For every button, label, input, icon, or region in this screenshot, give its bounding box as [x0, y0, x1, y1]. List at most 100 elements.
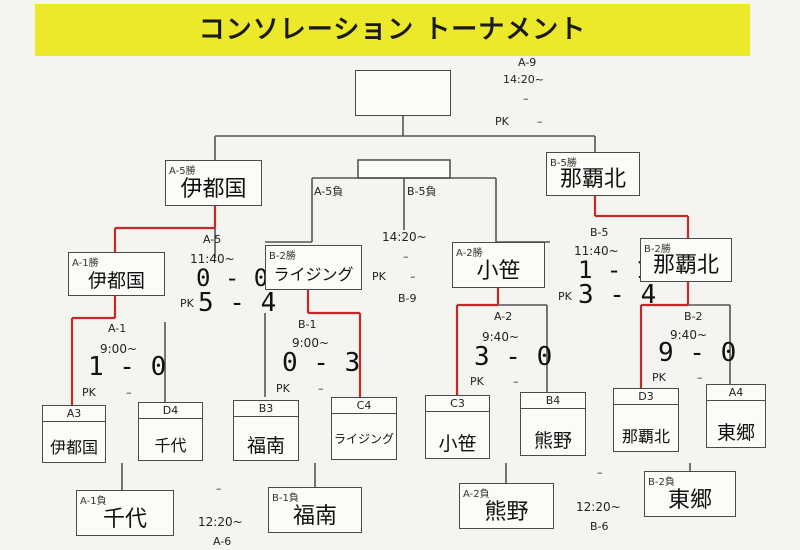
- third-pk-label: PK: [372, 270, 386, 283]
- team-box-b2-winner-left: B-2勝 ライジング: [265, 245, 362, 290]
- b1-match-label: B-1: [298, 318, 317, 331]
- slot-tag: A-2負: [463, 489, 490, 500]
- title-banner: コンソレーション トーナメント: [35, 4, 750, 56]
- third-time: 14:20~: [382, 230, 427, 244]
- a5-match-label: A-5: [203, 233, 222, 246]
- a6-dash: –: [216, 482, 222, 495]
- team-box-a2-winner: A-2勝 小笹: [452, 242, 545, 288]
- team-box-b2-loser: B-2負 東郷: [644, 471, 736, 517]
- team-name: ライジング: [333, 432, 394, 446]
- a2-pk-dash: –: [513, 375, 519, 388]
- team-box-seed: 福南: [233, 416, 299, 461]
- b2-score: 9 - 0: [658, 338, 737, 368]
- team-name: 伊都国: [180, 177, 247, 202]
- b5-score: 1 - 1: [578, 256, 651, 284]
- seed-code: A4: [706, 384, 766, 401]
- b6-time: 12:20~: [576, 500, 621, 514]
- b5-pk-score: 3 - 4: [578, 280, 657, 310]
- team-name: 熊野: [533, 430, 572, 452]
- a1-match-label: A-1: [108, 322, 127, 335]
- seed-code: B3: [233, 400, 299, 417]
- b5-match-label: B-5: [590, 226, 609, 239]
- a6-match-label: A-6: [213, 535, 232, 548]
- team-box-a1-loser: A-1負 千代: [76, 490, 174, 536]
- final-pk-label: PK: [495, 115, 509, 128]
- b1-pk-dash: –: [318, 382, 324, 395]
- slot-tag: B-2勝: [269, 251, 296, 262]
- b2-pk-dash: –: [697, 371, 703, 384]
- team-box-seed: 伊都国: [42, 421, 106, 463]
- team-name: 東郷: [667, 488, 712, 513]
- a5-time: 11:40~: [190, 252, 235, 266]
- third-dash: –: [403, 250, 409, 263]
- team-name: 熊野: [484, 500, 529, 525]
- team-box-seed: 小笹: [425, 411, 490, 459]
- team-name: 東郷: [716, 422, 755, 444]
- b5-time: 11:40~: [574, 244, 619, 258]
- b2-time: 9:40~: [670, 328, 708, 342]
- team-name: 伊都国: [87, 270, 145, 292]
- team-box-seed: ライジング: [331, 413, 397, 460]
- seed-code: A3: [42, 405, 106, 422]
- winner-lines: [70, 196, 690, 405]
- slot-tag: A-2勝: [456, 248, 483, 259]
- slot-tag: A-5勝: [169, 166, 196, 177]
- a1-score: 1 - 0: [88, 352, 167, 382]
- b1-pk-label: PK: [276, 382, 290, 395]
- gray-lines: [121, 116, 731, 490]
- loser-left-tag: A-5負: [314, 185, 344, 198]
- final-pk-dash: –: [537, 115, 543, 128]
- final-box: [355, 70, 451, 116]
- b6-match-label: B-6: [590, 520, 609, 533]
- team-name: 千代: [154, 436, 187, 455]
- b2-pk-label: PK: [652, 371, 666, 384]
- a2-pk-label: PK: [470, 375, 484, 388]
- final-time: 14:20~: [503, 73, 544, 86]
- team-box-a5-winner: A-5勝 伊都国: [165, 160, 262, 206]
- loser-right-tag: B-5負: [407, 185, 437, 198]
- team-name: 伊都国: [49, 438, 98, 457]
- team-name: 福南: [246, 435, 285, 457]
- team-box-seed: 那覇北: [613, 404, 679, 452]
- team-box-a1-winner: A-1勝 伊都国: [68, 252, 165, 296]
- team-name: 那覇北: [559, 167, 626, 192]
- a1-time: 9:00~: [100, 342, 138, 356]
- slot-tag: B-5勝: [550, 158, 577, 169]
- a1-pk-label: PK: [82, 386, 96, 399]
- team-name: 那覇北: [621, 427, 670, 446]
- final-score-dash: –: [523, 92, 529, 105]
- a6-time: 12:20~: [198, 515, 243, 529]
- b6-dash: –: [597, 466, 603, 479]
- team-name: 小笹: [438, 433, 477, 455]
- slot-tag: B-1負: [272, 493, 299, 504]
- seed-code: C4: [331, 397, 397, 414]
- team-box-b1-loser: B-1負 福南: [268, 487, 362, 533]
- team-box-b2-winner-right: B-2勝 那覇北: [640, 238, 732, 282]
- team-box-seed: 熊野: [520, 408, 586, 456]
- team-box-a2-loser: A-2負 熊野: [459, 483, 554, 529]
- b5-pk-label: PK: [558, 290, 572, 303]
- seed-code: C3: [425, 395, 490, 412]
- third-pk-dash: –: [410, 270, 416, 283]
- third-match-label: B-9: [398, 292, 417, 305]
- seed-code: D4: [138, 402, 203, 419]
- a5-score: 0 - 0: [196, 264, 269, 292]
- b1-score: 0 - 3: [282, 348, 361, 378]
- team-box-seed: 東郷: [706, 400, 766, 448]
- page-title: コンソレーション トーナメント: [198, 15, 587, 45]
- slot-tag: A-1勝: [72, 258, 99, 269]
- slot-tag: A-1負: [80, 496, 107, 507]
- a1-pk-dash: –: [126, 386, 132, 399]
- seed-code: B4: [520, 392, 586, 409]
- team-name: 千代: [102, 507, 147, 532]
- team-box-b5-winner: B-5勝 那覇北: [546, 152, 640, 196]
- b2-match-label: B-2: [684, 310, 703, 323]
- a5-pk-score: 5 - 4: [198, 288, 277, 318]
- team-box-seed: 千代: [138, 418, 203, 461]
- a5-pk-label: PK: [180, 297, 194, 310]
- slot-tag: B-2負: [648, 477, 675, 488]
- team-name: 福南: [292, 504, 337, 529]
- a2-score: 3 - 0: [474, 342, 553, 372]
